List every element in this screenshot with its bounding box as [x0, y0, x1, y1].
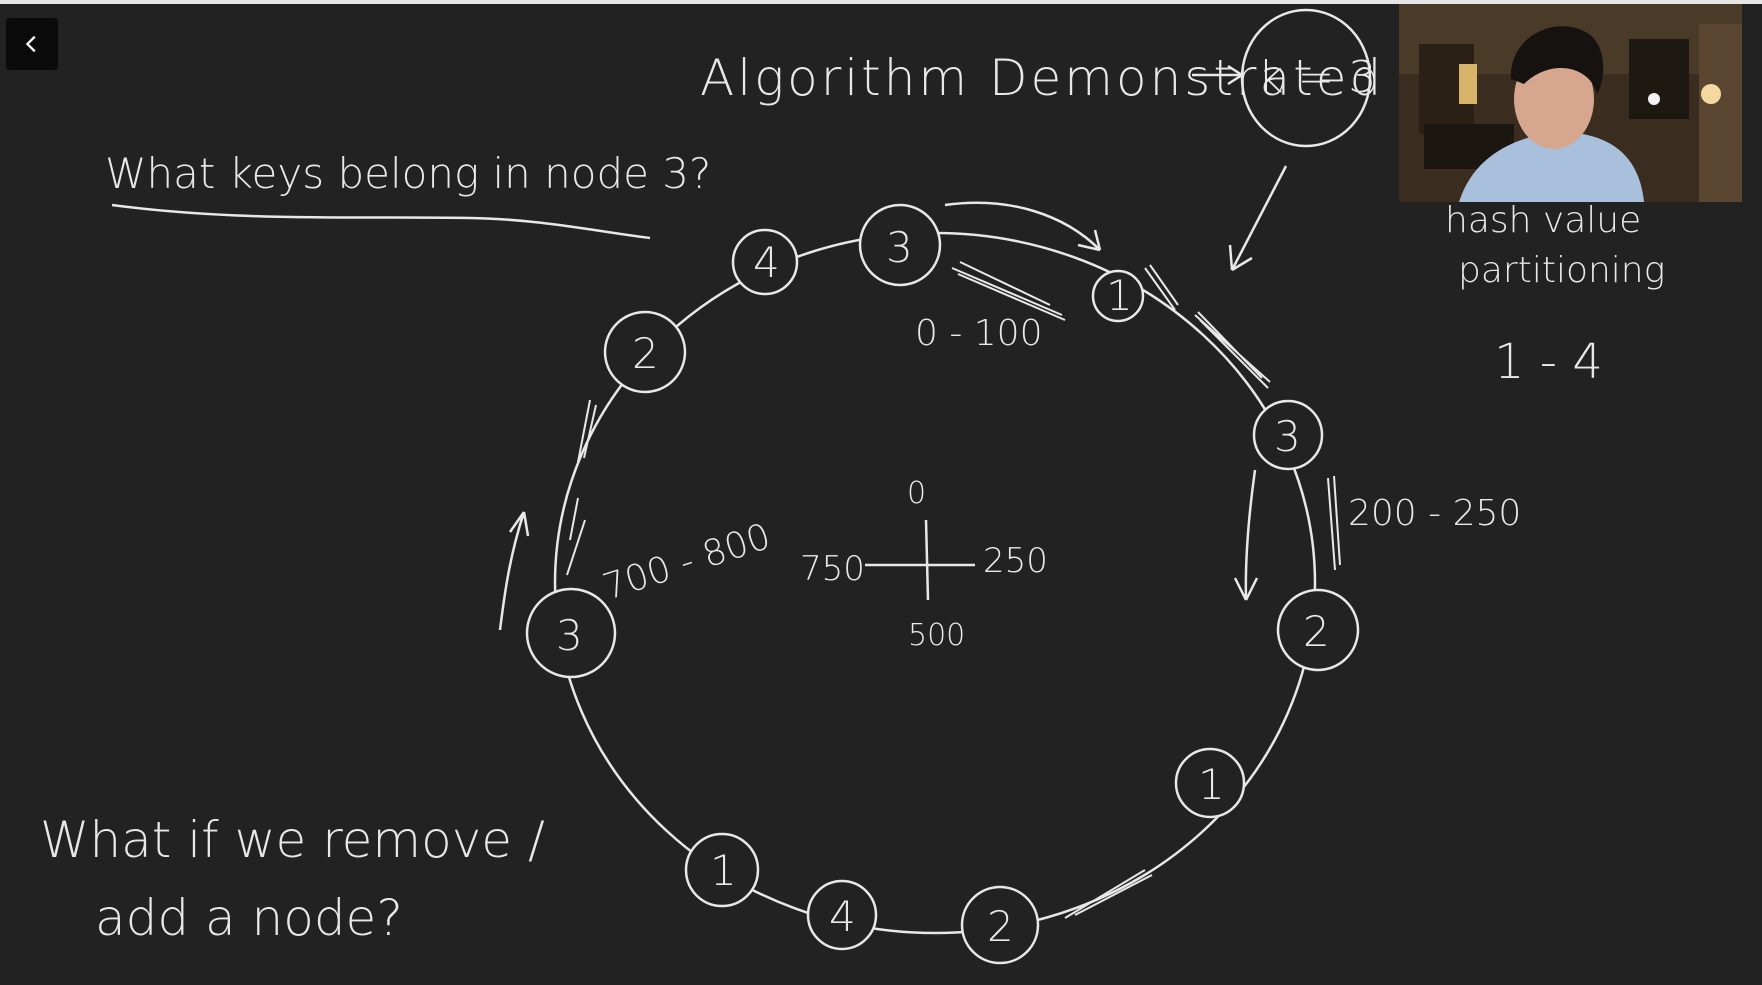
- chevron-left-icon: [25, 35, 36, 53]
- ring-node-label: 4: [753, 238, 780, 287]
- ring-node: 4: [731, 228, 799, 296]
- ring-node-label: 3: [886, 223, 913, 272]
- ring-node-label: 2: [632, 329, 659, 378]
- range-label-left: 700 - 800: [598, 516, 775, 609]
- board-title: Algorithm Demonstrated: [700, 49, 1384, 107]
- presenter-image: [1399, 4, 1742, 202]
- compass-bottom: 500: [908, 618, 965, 653]
- ring-node: 1: [1091, 269, 1145, 323]
- ring-node-label: 4: [829, 892, 856, 941]
- range-label-right: 200 - 250: [1348, 493, 1521, 534]
- range-label-top: 0 - 100: [915, 313, 1043, 354]
- ring-node-label: 1: [1198, 760, 1225, 809]
- arrow-right-down: [1233, 469, 1259, 601]
- ring-node: 1: [684, 832, 760, 908]
- hatch-marks: [566, 261, 1341, 919]
- ring-node-label: 2: [1303, 607, 1330, 656]
- question-keys: What keys belong in node 3?: [105, 149, 711, 198]
- position-compass: 0 250 500 750: [800, 476, 1048, 653]
- ring-node: 4: [806, 879, 878, 951]
- arrow-top-clockwise: [944, 201, 1102, 252]
- k-label: k = 3: [1258, 52, 1376, 103]
- webcam-video: [1399, 4, 1742, 202]
- question-remove-line2: add a node?: [95, 889, 403, 947]
- ring-node: 2: [603, 310, 687, 394]
- ring-node: 1: [1174, 747, 1246, 819]
- compass-top: 0: [907, 476, 926, 511]
- ring-node: 3: [1252, 399, 1324, 471]
- ring-node: 3: [525, 587, 617, 679]
- compass-right: 250: [983, 541, 1048, 581]
- ring-node: 2: [960, 885, 1040, 965]
- ring-node: 3: [858, 203, 942, 287]
- k-circle: [1240, 8, 1372, 148]
- ring-node: 2: [1276, 588, 1360, 672]
- question-remove-line1: What if we remove /: [40, 811, 545, 869]
- ring-node-label: 1: [1106, 271, 1133, 320]
- ring-node-label: 1: [710, 846, 737, 895]
- arrow-left-up: [498, 511, 530, 631]
- back-button[interactable]: [6, 18, 58, 70]
- side-range: 1 - 4: [1494, 334, 1603, 390]
- ring-node-label: 3: [1274, 412, 1301, 461]
- top-strip: [0, 0, 1762, 4]
- down-arrow: [1228, 165, 1288, 272]
- side-note-line2: partitioning: [1458, 250, 1665, 291]
- side-note-line1: hash value: [1445, 200, 1641, 241]
- ring-node-label: 2: [987, 902, 1014, 951]
- question-underline: [111, 203, 651, 240]
- compass-left: 750: [800, 549, 865, 589]
- ring-node-label: 3: [556, 611, 583, 660]
